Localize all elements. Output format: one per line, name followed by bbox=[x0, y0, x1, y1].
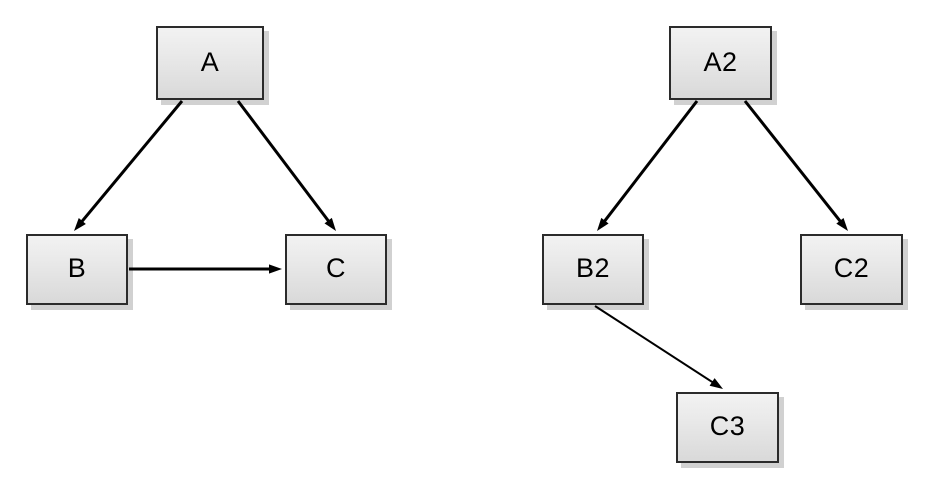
node-b[interactable]: B bbox=[26, 234, 128, 305]
node-c2[interactable]: C2 bbox=[800, 234, 903, 305]
node-label: C bbox=[326, 253, 346, 283]
node-a[interactable]: A bbox=[156, 26, 264, 100]
node-label: A2 bbox=[703, 46, 738, 77]
node-label: B2 bbox=[575, 253, 611, 283]
node-c3[interactable]: C3 bbox=[676, 392, 779, 463]
arrowhead-A2-C2 bbox=[836, 217, 848, 231]
edge-line-A-C bbox=[236, 100, 332, 224]
node-label: C2 bbox=[833, 253, 870, 283]
arrowhead-A2-B2 bbox=[597, 217, 609, 231]
arrowhead-A-B bbox=[74, 218, 86, 231]
node-b2[interactable]: B2 bbox=[542, 234, 644, 305]
arrowhead-B-C bbox=[269, 264, 282, 274]
edge-line-A2-B2 bbox=[601, 100, 699, 224]
edge-line-B2-C3 bbox=[594, 305, 716, 385]
node-a2[interactable]: A2 bbox=[669, 26, 772, 100]
node-c[interactable]: C bbox=[285, 234, 387, 305]
node-label: B bbox=[67, 253, 87, 283]
node-label: A bbox=[200, 46, 220, 77]
arrowhead-A-C bbox=[324, 217, 336, 231]
edge-line-A-B bbox=[79, 100, 184, 225]
arrowhead-B2-C3 bbox=[709, 378, 723, 389]
edge-line-A2-C2 bbox=[743, 100, 843, 225]
node-label: C3 bbox=[709, 411, 746, 441]
